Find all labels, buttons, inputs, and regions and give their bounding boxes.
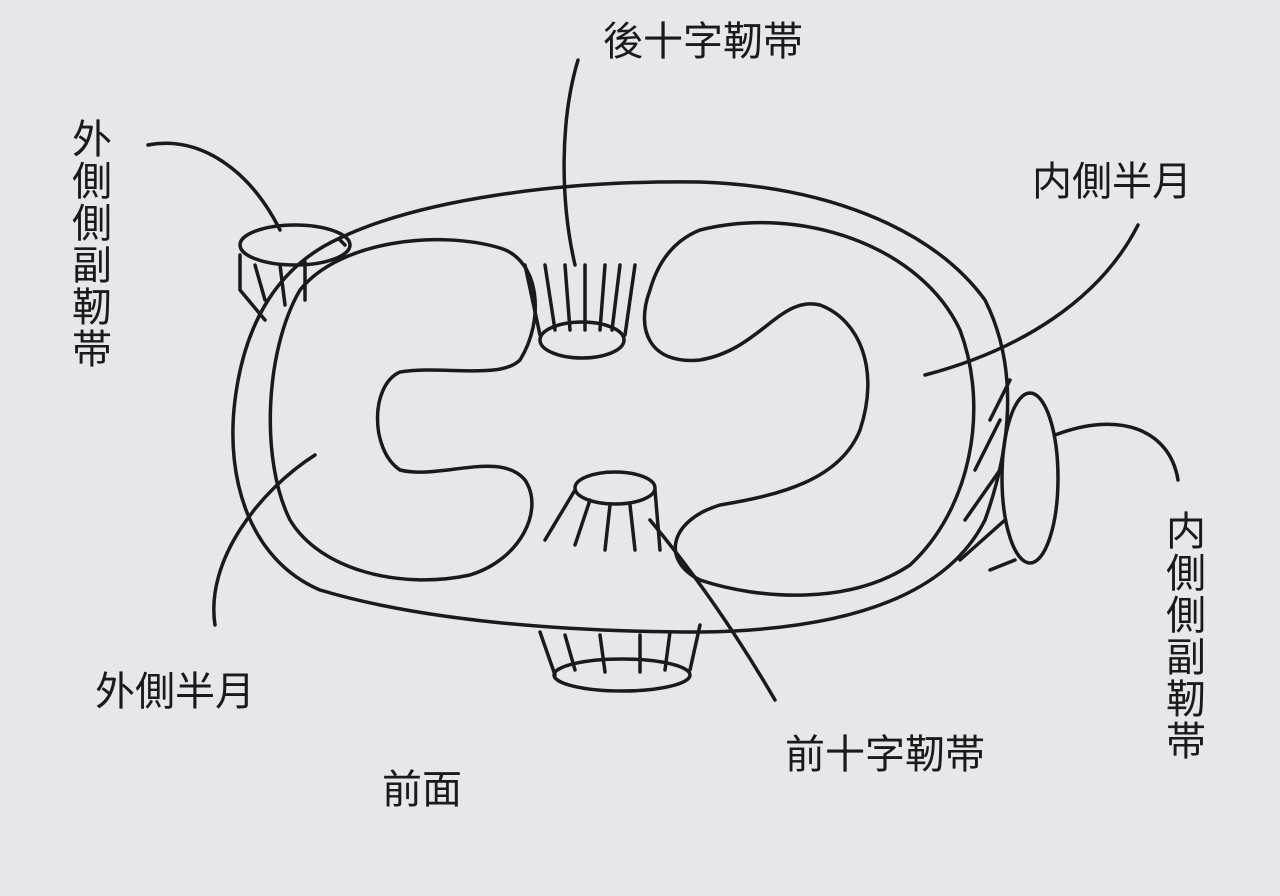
- label-lcl: 外側側副靭帯: [65, 118, 111, 370]
- leader-mcl: [1053, 422, 1180, 482]
- medial-meniscus: [642, 220, 976, 597]
- leader-acl: [648, 518, 777, 702]
- leader-medial-meniscus: [923, 223, 1140, 377]
- mcl-attachment: [958, 378, 1060, 572]
- tibial-plateau-outline: [231, 180, 1010, 634]
- lcl-attachment: [238, 223, 352, 322]
- label-lateral-meniscus: 外側半月: [95, 669, 255, 715]
- label-medial-meniscus: 内側半月: [1032, 159, 1192, 205]
- leader-lateral-meniscus: [212, 453, 317, 627]
- anterior-attachment: [538, 623, 702, 693]
- acl-attachment: [543, 470, 662, 552]
- leader-pcl: [562, 58, 580, 267]
- lateral-meniscus: [268, 237, 537, 582]
- label-pcl: 後十字靭帯: [603, 19, 803, 65]
- label-acl: 前十字靭帯: [785, 732, 985, 778]
- label-anterior: 前面: [382, 767, 462, 813]
- label-mcl: 内側側副靭帯: [1159, 510, 1205, 762]
- leader-lcl: [146, 141, 282, 232]
- pcl-attachment: [523, 263, 637, 360]
